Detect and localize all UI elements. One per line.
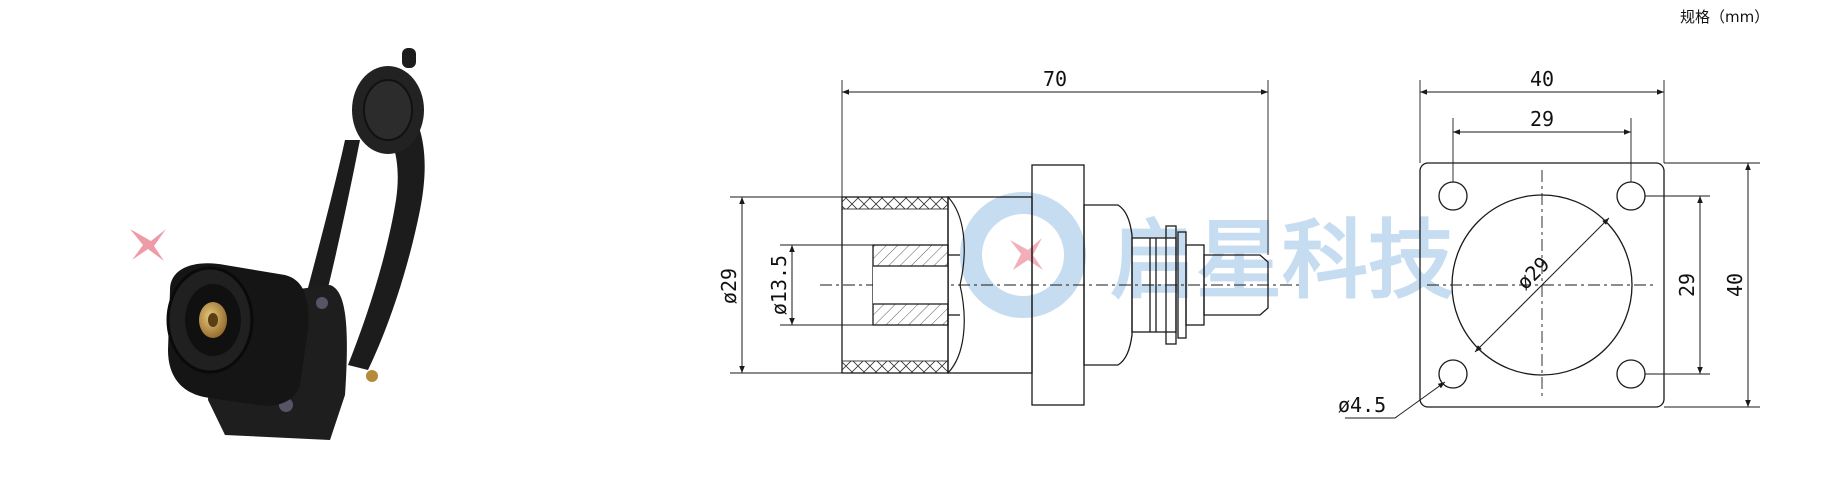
watermark-logo-ring bbox=[960, 192, 1086, 318]
watermark: 启星科技 bbox=[960, 192, 1454, 318]
front-mount-hole bbox=[1616, 359, 1646, 389]
side-view bbox=[730, 80, 1300, 406]
front-view bbox=[1345, 80, 1760, 419]
rear-pin bbox=[1203, 254, 1269, 316]
dim-label-hole-spacing-width: 29 bbox=[1530, 107, 1554, 131]
logo-star-mark bbox=[130, 229, 166, 261]
watermark-logo-star bbox=[1010, 238, 1043, 270]
watermark-text: 启星科技 bbox=[1110, 211, 1454, 311]
front-mount-hole bbox=[1616, 181, 1646, 211]
dim-label-length: 70 bbox=[1043, 67, 1067, 91]
dim-label-circle-diameter: ø29 bbox=[1512, 252, 1555, 295]
dim-line-circle-diameter bbox=[1474, 217, 1610, 353]
dim-label-hole-diameter: ø4.5 bbox=[1338, 393, 1386, 417]
front-flange-plate bbox=[1419, 162, 1665, 408]
dim-label-hole-spacing-height: 29 bbox=[1675, 273, 1699, 297]
dim-label-inner-diameter: ø13.5 bbox=[767, 255, 791, 315]
dim-label-outer-diameter: ø29 bbox=[717, 268, 741, 304]
flange-hole bbox=[316, 297, 328, 309]
units-label: 规格（mm） bbox=[1680, 8, 1769, 26]
front-mount-hole bbox=[1438, 359, 1468, 389]
screw-icon bbox=[366, 370, 378, 382]
dim-label-flange-height: 40 bbox=[1723, 273, 1747, 297]
product-photo bbox=[130, 48, 425, 440]
rear-body bbox=[1083, 204, 1133, 366]
dim-label-flange-width: 40 bbox=[1530, 67, 1554, 91]
cap-strap bbox=[348, 95, 425, 370]
dim-leader-hole-diameter bbox=[1345, 381, 1446, 419]
dust-cap bbox=[352, 48, 424, 154]
connector-barrel bbox=[166, 263, 309, 406]
front-mount-hole bbox=[1438, 181, 1468, 211]
cap-strap-inner bbox=[300, 140, 360, 320]
